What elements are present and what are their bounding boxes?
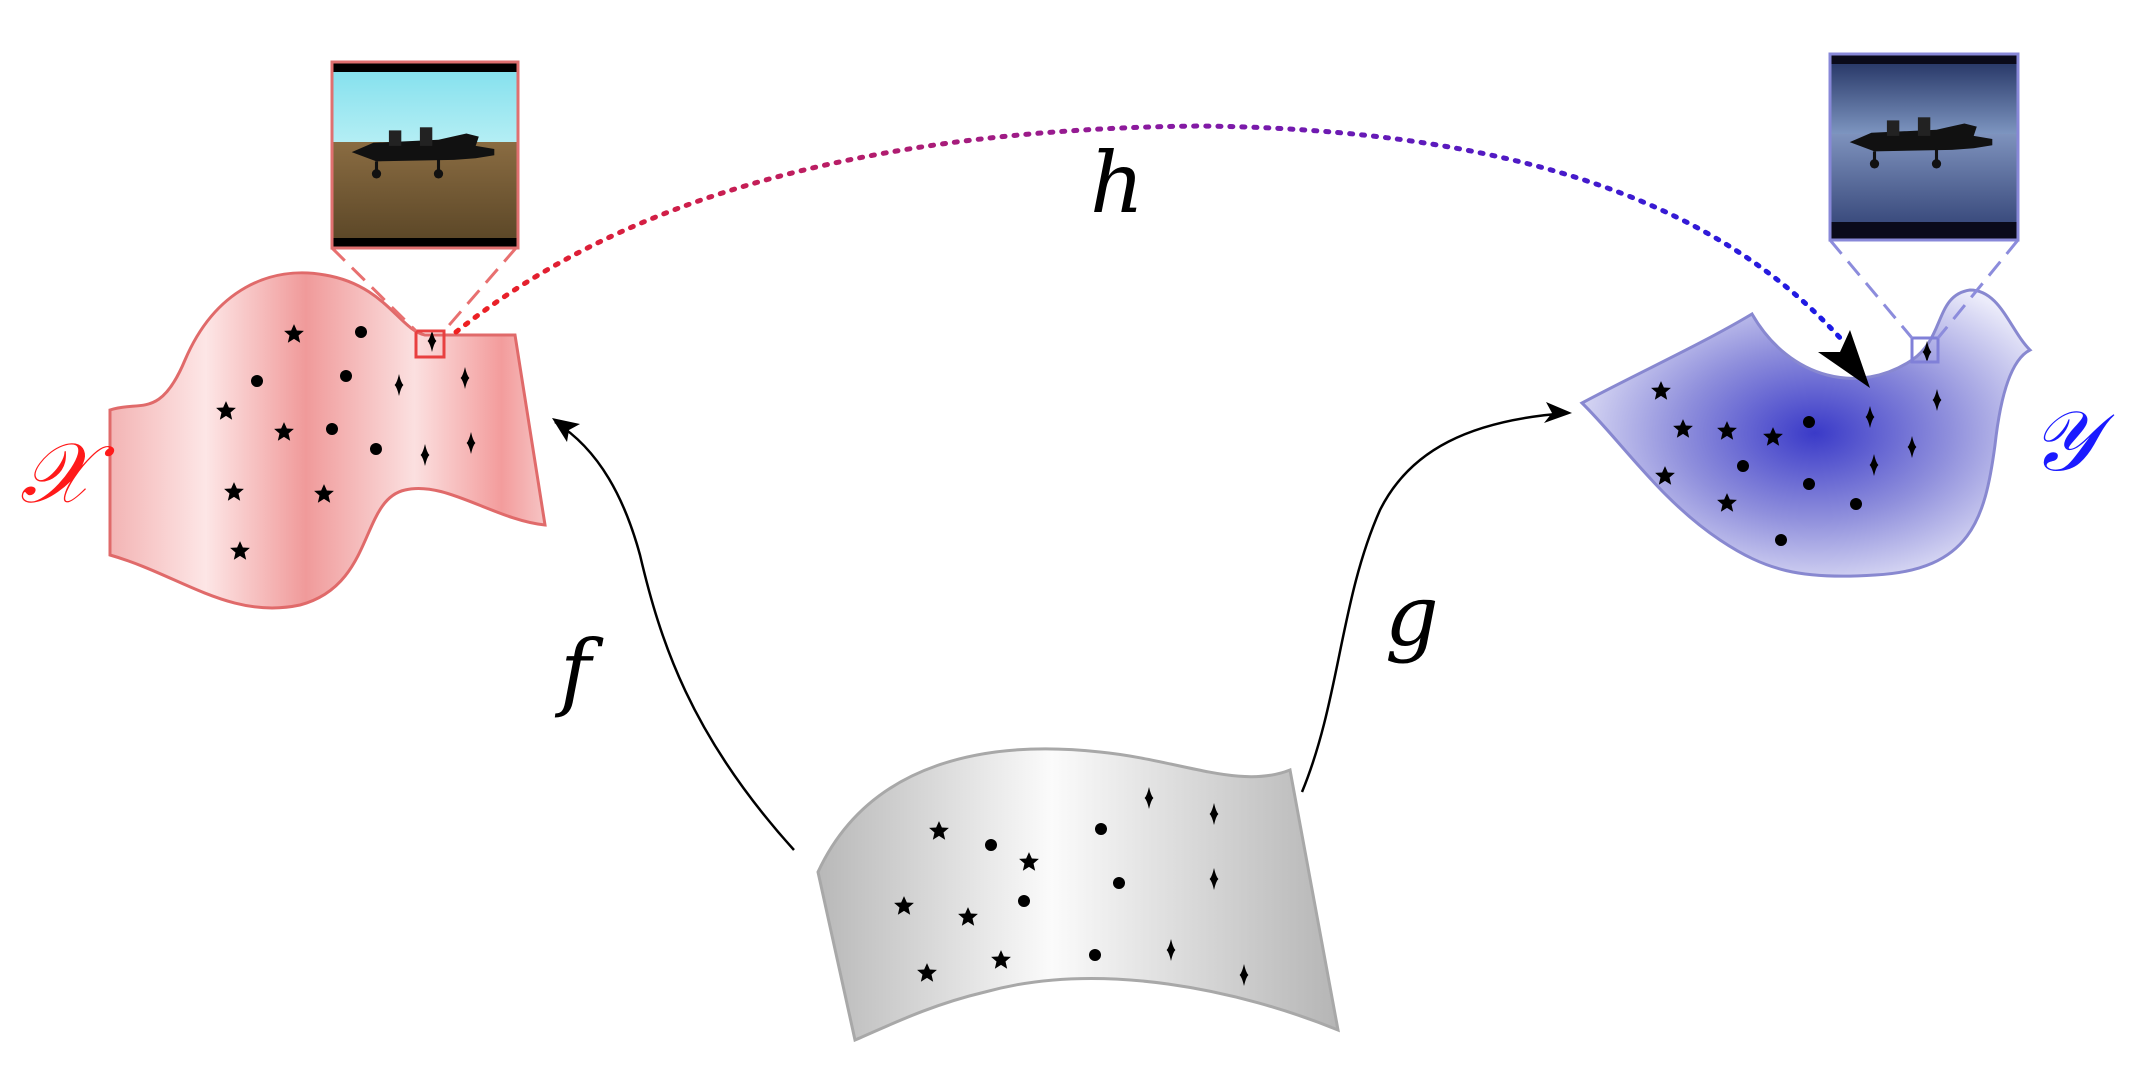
domain-x-zoom-lines bbox=[330, 246, 518, 333]
domain-x-selection-box bbox=[414, 329, 446, 359]
domain-y-selection-box bbox=[1910, 336, 1940, 364]
domain-x-label: 𝒳 bbox=[20, 424, 115, 522]
domain-y-surface bbox=[1579, 288, 2033, 578]
domain-x-surface bbox=[108, 271, 547, 610]
domain-x-thumbnail bbox=[330, 60, 520, 250]
map-g-label: g bbox=[1385, 567, 1439, 665]
domain-y-thumbnail bbox=[1828, 52, 2020, 242]
domain-x-manifold bbox=[108, 271, 547, 610]
latent-surface bbox=[816, 747, 1340, 1043]
domain-y-zoom-lines bbox=[1828, 239, 2020, 339]
domain-y-manifold bbox=[1579, 288, 2033, 578]
arrow-f bbox=[552, 418, 795, 851]
map-h-label: h bbox=[1090, 134, 1144, 232]
map-f-label: f bbox=[554, 622, 604, 720]
domain-y-label: 𝒴 bbox=[2030, 392, 2115, 490]
arrow-g bbox=[1300, 402, 1572, 793]
arrow-h bbox=[453, 123, 1870, 388]
latent-manifold bbox=[816, 747, 1340, 1043]
